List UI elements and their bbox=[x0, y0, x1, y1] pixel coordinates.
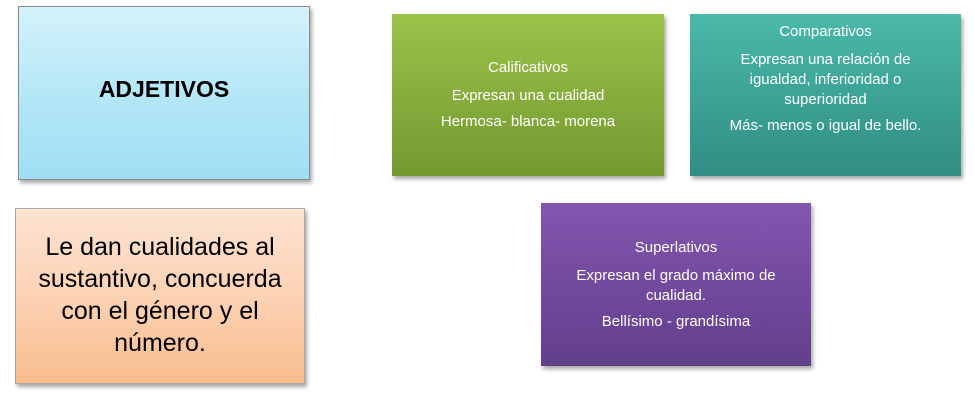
calificativos-title: Calificativos bbox=[487, 59, 569, 76]
calificativos-example: Hermosa- blanca- morena bbox=[440, 113, 616, 130]
title-box: ADJETIVOS bbox=[18, 6, 310, 180]
superlativos-box: Superlativos Expresan el grado máximo de… bbox=[541, 203, 811, 366]
comparativos-example: Más- menos o igual de bello. bbox=[729, 117, 922, 134]
description-text: Le dan cualidades al sustantivo, concuer… bbox=[38, 233, 282, 357]
calificativos-box: Calificativos Expresan una cualidad Herm… bbox=[392, 14, 664, 176]
calificativos-definition: Expresan una cualidad bbox=[451, 87, 605, 104]
comparativos-definition: Expresan una relación de igualdad, infer… bbox=[740, 51, 911, 108]
diagram-title: ADJETIVOS bbox=[98, 75, 230, 102]
description-box: Le dan cualidades al sustantivo, concuer… bbox=[15, 208, 305, 384]
comparativos-title: Comparativos bbox=[779, 23, 872, 40]
comparativos-box: Comparativos Expresan una relación de ig… bbox=[690, 14, 961, 176]
superlativos-definition: Expresan el grado máximo de cualidad. bbox=[576, 266, 776, 304]
superlativos-example: Bellísimo - grandísima bbox=[601, 312, 751, 330]
superlativos-title: Superlativos bbox=[634, 238, 718, 256]
